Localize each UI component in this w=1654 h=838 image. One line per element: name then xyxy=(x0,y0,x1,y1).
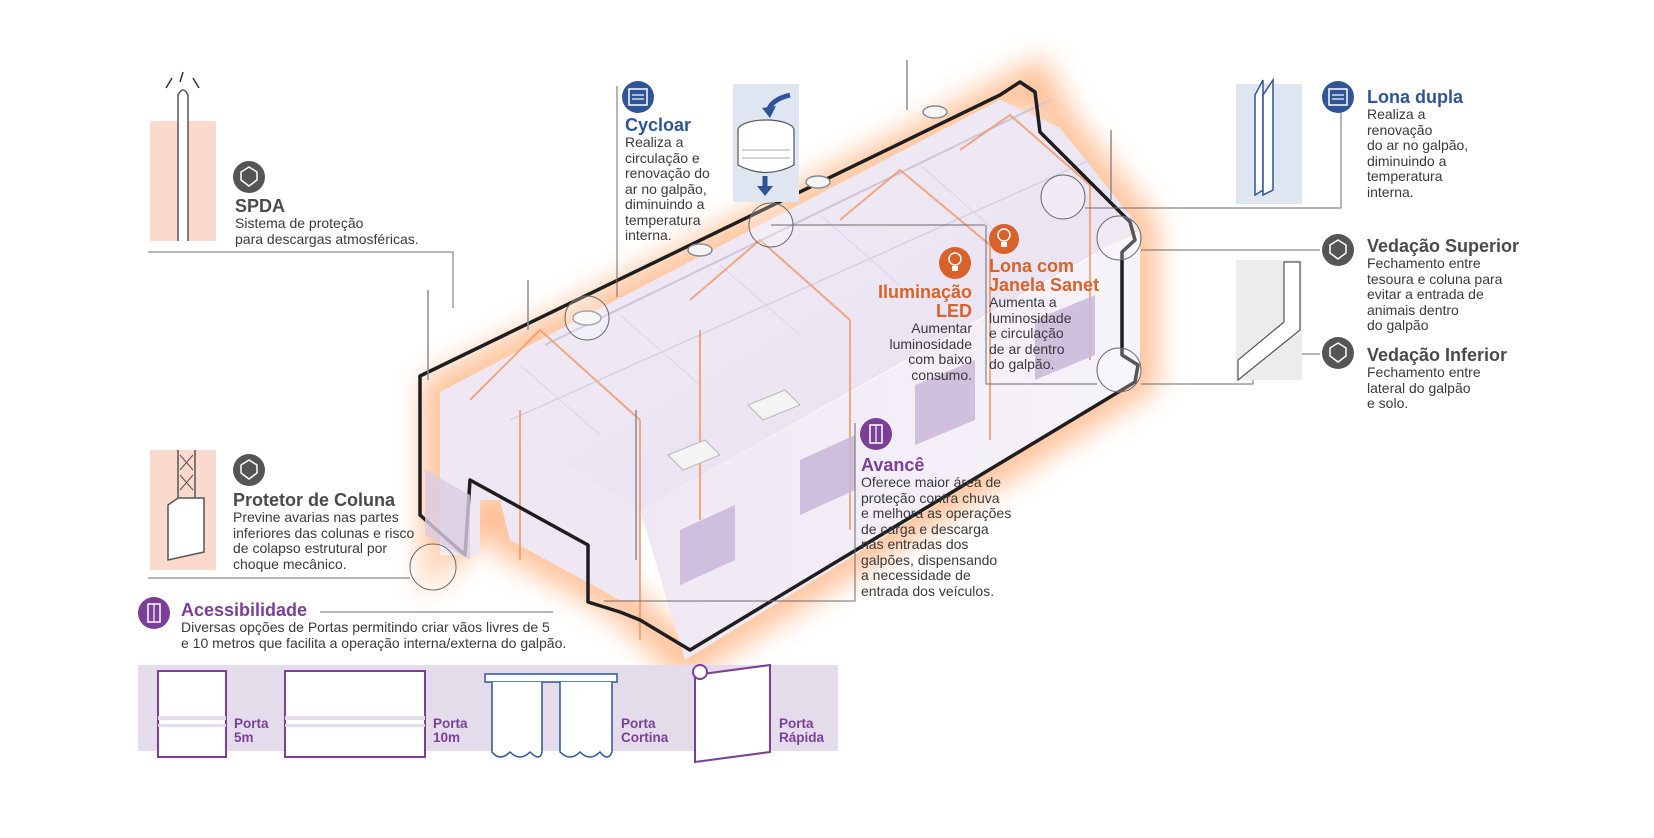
lona-dupla-inset xyxy=(1236,77,1302,204)
door-cortina xyxy=(484,673,618,758)
icon-badges xyxy=(138,81,1354,629)
vedacao-inferior-title: Vedação Inferior xyxy=(1367,345,1508,365)
acessibilidade-callout: Acessibilidade Diversas opções de Portas… xyxy=(181,601,566,651)
avance-callout: Avancê Oferece maior área de proteção co… xyxy=(861,456,1011,599)
lona-dupla-title: Lona dupla xyxy=(1367,87,1463,107)
vedacao-superior-description: Fechamento entre tesoura e coluna para e… xyxy=(1367,255,1503,333)
cycloar-title: Cycloar xyxy=(625,115,692,135)
door-label-10m: Porta 10m xyxy=(433,716,468,745)
avance-title: Avancê xyxy=(861,455,925,475)
shield-icon xyxy=(233,454,265,486)
vedacao-inferior-description: Fechamento entre lateral do galpão e sol… xyxy=(1367,364,1481,411)
vedacao-superior-callout: Vedação Superior Fechamento entre tesour… xyxy=(1367,237,1519,334)
door-label-5m: Porta 5m xyxy=(234,716,269,745)
cycloar-inset xyxy=(733,84,799,202)
spda-title: SPDA xyxy=(235,196,286,216)
lona-janela-callout: Lona com Janela Sanet Aumenta a luminosi… xyxy=(989,257,1099,373)
iluminacao-description: Aumentar luminosidade com baixo consumo. xyxy=(889,320,973,383)
protetor-callout: Protetor de Coluna Previne avarias nas p… xyxy=(233,491,414,572)
spda-description: Sistema de proteção para descargas atmos… xyxy=(235,215,419,247)
door-label-cortina: Porta Cortina xyxy=(621,716,669,745)
iluminacao-callout: Iluminação LED Aumentar luminosidade com… xyxy=(838,283,972,383)
vedacao-inset xyxy=(1236,260,1302,382)
acessibilidade-description: Diversas opções de Portas permitindo cri… xyxy=(181,619,567,651)
door-icon xyxy=(138,597,170,629)
ventilation-icon xyxy=(622,81,654,113)
lightbulb-icon xyxy=(989,224,1019,254)
door-5m xyxy=(157,670,227,758)
ventilation-icon xyxy=(1322,81,1354,113)
warehouse-building xyxy=(418,56,1157,682)
shield-icon xyxy=(233,161,265,193)
leader-lines xyxy=(148,86,1342,613)
lona-dupla-description: Realiza a renovação do ar no galpão, dim… xyxy=(1367,106,1469,200)
acessibilidade-title: Acessibilidade xyxy=(181,600,308,620)
vedacao-inferior-callout: Vedação Inferior Fechamento entre latera… xyxy=(1367,346,1507,412)
door-icon xyxy=(860,418,892,450)
cycloar-callout: Cycloar Realiza a circulação e renovação… xyxy=(625,116,710,244)
lightbulb-icon xyxy=(939,247,971,279)
door-10m xyxy=(284,670,426,758)
protetor-title: Protetor de Coluna xyxy=(233,490,396,510)
door-label-rapida: Porta Rápida xyxy=(779,716,825,745)
lona-janela-description: Aumenta a luminosidade e circulação de a… xyxy=(989,294,1072,372)
cycloar-description: Realiza a circulação e renovação do ar n… xyxy=(625,134,710,243)
spda-inset xyxy=(150,71,216,241)
protetor-inset xyxy=(150,450,216,570)
spda-callout: SPDA Sistema de proteção para descargas … xyxy=(235,197,419,247)
lona-janela-title: Lona com Janela Sanet xyxy=(989,256,1100,295)
avance-description: Oferece maior área de proteção contra ch… xyxy=(861,474,1012,599)
iluminacao-title: Iluminação LED xyxy=(877,282,972,321)
protetor-description: Previne avarias nas partes inferiores da… xyxy=(233,509,415,572)
vedacao-superior-title: Vedação Superior xyxy=(1367,236,1520,256)
doors-strip xyxy=(138,663,838,764)
shield-icon xyxy=(1322,234,1354,266)
lona-dupla-callout: Lona dupla Realiza a renovação do ar no … xyxy=(1367,88,1468,200)
shield-icon xyxy=(1322,337,1354,369)
door-rapida xyxy=(692,663,771,764)
